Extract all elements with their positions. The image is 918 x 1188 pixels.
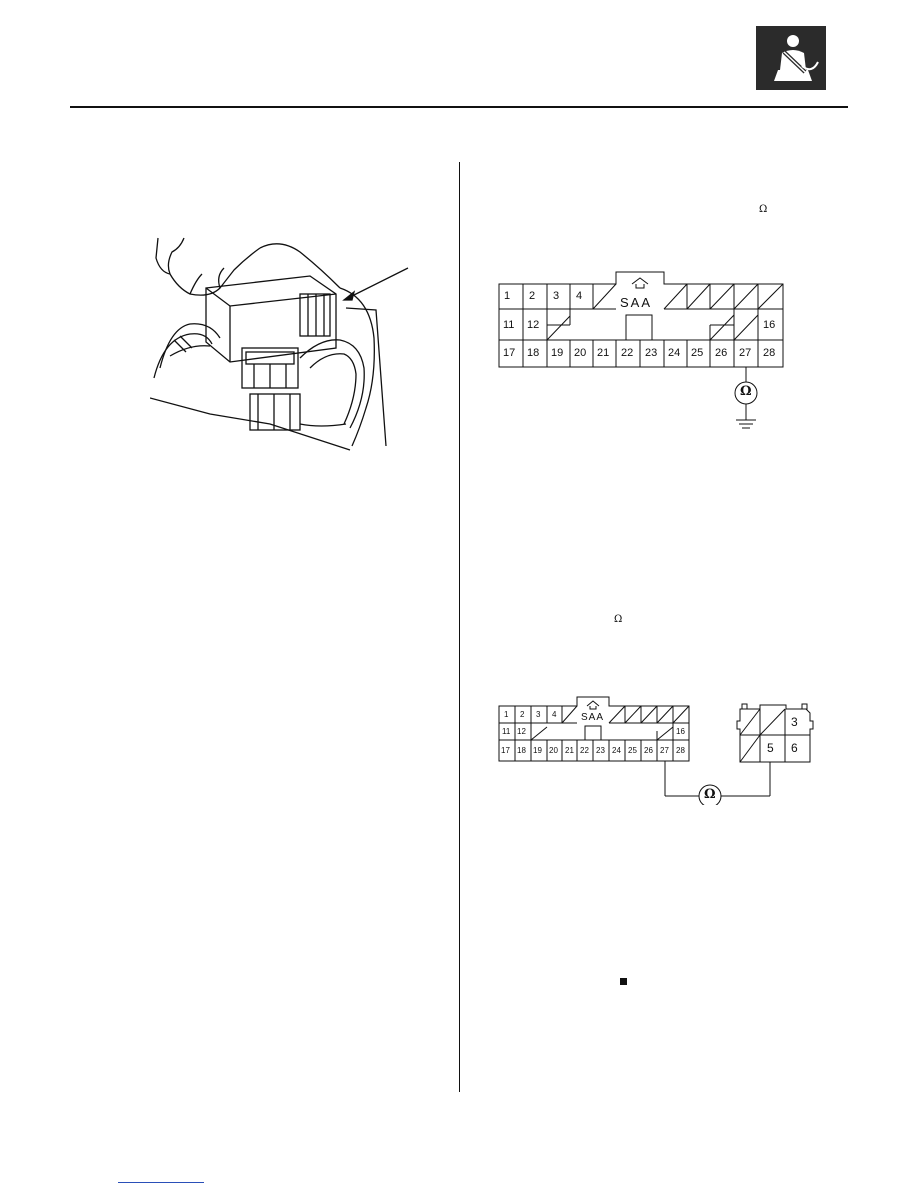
connector-diagram-2: SAA 1 2 3 4 11 12 16 17 18 19 20 21 22 2… (496, 695, 816, 810)
ohmmeter-symbol: Ω (704, 787, 716, 802)
pin-label: 26 (715, 347, 728, 359)
airbag-module-connector-illustration (149, 228, 420, 461)
footer-link[interactable] (118, 1182, 204, 1183)
pin-label: 25 (691, 347, 704, 359)
connector-diagram-1: SAA 1 2 3 4 11 12 16 17 18 19 20 21 22 2… (496, 270, 792, 441)
pin-label: 16 (763, 319, 776, 331)
pin-label: 2 (529, 290, 536, 302)
pin-label: 4 (552, 710, 557, 719)
pin-label: 18 (517, 746, 526, 755)
pin-label: 17 (501, 746, 510, 755)
pin-label: 12 (517, 727, 526, 736)
pin-label: 22 (621, 347, 634, 359)
pin-label: 18 (527, 347, 540, 359)
pin-label: 20 (549, 746, 558, 755)
pin-label: 4 (576, 290, 583, 302)
pin-label: 12 (527, 319, 540, 331)
pin-label: 27 (660, 746, 669, 755)
header-rule (70, 106, 848, 108)
pin-label: 5 (767, 741, 774, 755)
pin-label: 3 (791, 715, 798, 729)
connector-label: SAA (581, 712, 605, 723)
pin-label: 16 (676, 727, 685, 736)
pin-label: 1 (504, 710, 509, 719)
pin-label: 23 (645, 347, 658, 359)
seat-belt-icon (774, 35, 819, 81)
ohm-symbol: Ω (759, 204, 768, 215)
column-divider (459, 162, 460, 1092)
pin-label: 21 (597, 347, 610, 359)
pin-label: 19 (533, 746, 542, 755)
section-badge (756, 26, 826, 90)
pin-label: 11 (502, 727, 511, 736)
pin-label: 17 (503, 347, 516, 359)
pin-label: 3 (536, 710, 541, 719)
pin-label: 1 (504, 290, 511, 302)
pin-label: 19 (551, 347, 564, 359)
pin-label: 25 (628, 746, 637, 755)
pin-label: 26 (644, 746, 653, 755)
pin-label: 27 (739, 347, 752, 359)
pin-label: 20 (574, 347, 587, 359)
pin-label: 6 (791, 741, 798, 755)
pin-label: 3 (553, 290, 560, 302)
pin-label: 24 (612, 746, 621, 755)
pin-label: 28 (676, 746, 685, 755)
pin-label: 11 (503, 319, 515, 331)
connector-label: SAA (620, 295, 653, 310)
pin-label: 28 (763, 347, 776, 359)
ohmmeter-symbol: Ω (740, 384, 752, 399)
bullet-square (620, 978, 627, 985)
ohm-symbol: Ω (614, 614, 623, 625)
pin-label: 24 (668, 347, 681, 359)
pin-label: 21 (565, 746, 574, 755)
pin-label: 2 (520, 710, 525, 719)
pin-label: 22 (580, 746, 589, 755)
pin-label: 23 (596, 746, 605, 755)
